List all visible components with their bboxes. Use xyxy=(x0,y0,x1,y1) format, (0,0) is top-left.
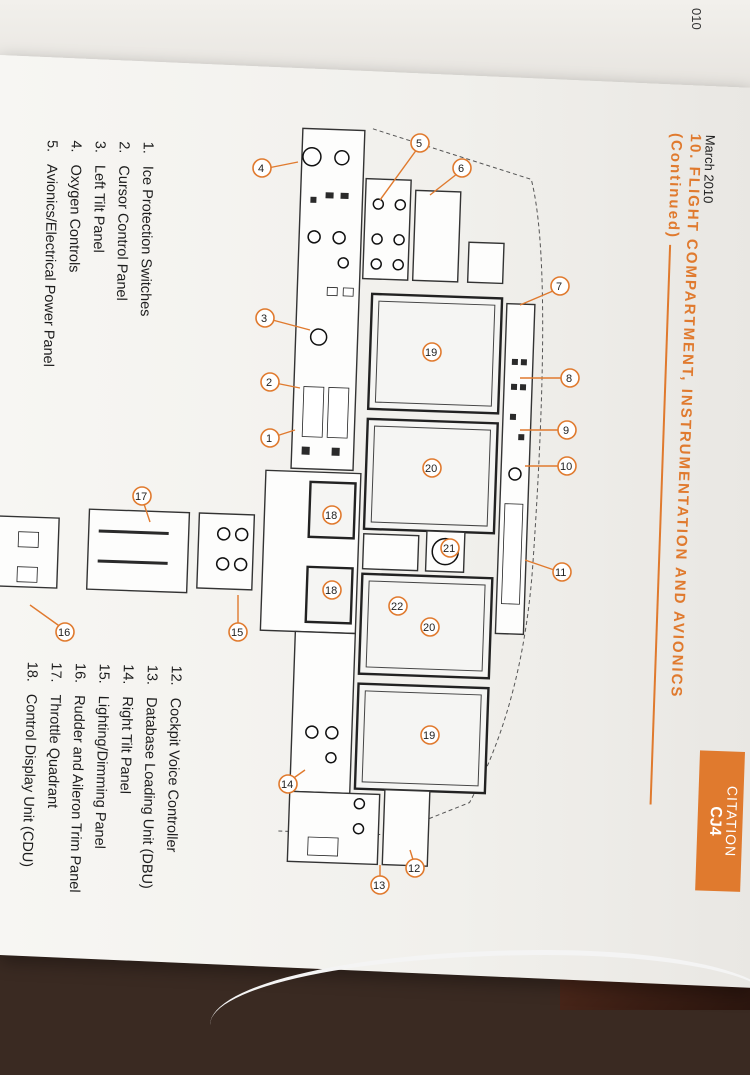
oxygen-panel-6 xyxy=(411,189,462,283)
lighting-panel xyxy=(196,512,256,591)
svg-text:16: 16 xyxy=(58,627,70,639)
white-cable xyxy=(210,950,750,1075)
cvr-panel xyxy=(381,788,431,867)
svg-text:20: 20 xyxy=(425,463,437,475)
svg-text:17: 17 xyxy=(135,491,147,503)
photo-scene: 010 March 2010 10. FLIGHT COMPARTMENT, I… xyxy=(0,0,750,1010)
right-side-panel xyxy=(289,630,357,795)
callout-17: 17 xyxy=(132,486,152,506)
svg-text:4: 4 xyxy=(258,163,264,175)
callout-20-left: 20 xyxy=(422,458,442,478)
svg-text:20: 20 xyxy=(423,622,435,634)
callout-6: 6 xyxy=(452,158,472,178)
left-side-panel xyxy=(290,127,366,472)
svg-text:21: 21 xyxy=(443,543,455,555)
svg-text:19: 19 xyxy=(423,730,435,742)
callout-8: 8 xyxy=(560,368,580,388)
callout-22: 22 xyxy=(388,596,408,616)
callout-9: 9 xyxy=(557,420,577,440)
callout-19-left: 19 xyxy=(422,342,442,362)
callout-11: 11 xyxy=(552,562,572,582)
callout-4: 4 xyxy=(252,158,272,178)
callout-20-right: 20 xyxy=(420,617,440,637)
svg-text:10: 10 xyxy=(560,461,572,473)
svg-text:18: 18 xyxy=(325,585,337,597)
throttle-quadrant xyxy=(85,508,191,594)
placard xyxy=(466,241,505,285)
svg-text:2: 2 xyxy=(266,377,272,389)
gear-panel xyxy=(361,533,420,572)
svg-text:3: 3 xyxy=(261,313,267,325)
callout-7: 7 xyxy=(550,276,570,296)
callout-13: 13 xyxy=(370,875,390,895)
callout-16: 16 xyxy=(55,622,75,642)
leader-lines xyxy=(29,144,568,883)
svg-text:12: 12 xyxy=(408,863,420,875)
callout-5: 5 xyxy=(410,133,430,153)
callout-1: 1 xyxy=(260,428,280,448)
callout-15: 15 xyxy=(228,622,248,642)
svg-text:22: 22 xyxy=(391,601,403,613)
callout-10: 10 xyxy=(557,456,577,476)
callout-18-bottom: 18 xyxy=(322,580,342,600)
svg-text:11: 11 xyxy=(555,567,566,579)
callout-12: 12 xyxy=(405,858,425,878)
svg-text:5: 5 xyxy=(416,138,422,150)
svg-text:8: 8 xyxy=(566,373,572,385)
glareshield-outline xyxy=(278,128,544,836)
trim-panel xyxy=(0,515,60,589)
callout-21: 21 xyxy=(440,538,460,558)
callout-2: 2 xyxy=(260,372,280,392)
callout-14: 14 xyxy=(278,774,298,794)
svg-text:6: 6 xyxy=(458,163,464,175)
instrument-panel-diagram: 1 2 3 4 5 6 7 8 9 10 11 12 13 14 15 16 1… xyxy=(0,127,580,895)
callout-18-top: 18 xyxy=(322,505,342,525)
svg-text:1: 1 xyxy=(266,433,272,445)
svg-text:7: 7 xyxy=(556,281,562,293)
svg-text:14: 14 xyxy=(281,779,293,791)
svg-text:19: 19 xyxy=(425,347,437,359)
svg-text:15: 15 xyxy=(231,627,243,639)
svg-text:9: 9 xyxy=(563,425,569,437)
svg-text:18: 18 xyxy=(325,510,337,522)
callout-3: 3 xyxy=(255,308,275,328)
callout-19-right: 19 xyxy=(420,725,440,745)
svg-text:13: 13 xyxy=(373,880,385,892)
